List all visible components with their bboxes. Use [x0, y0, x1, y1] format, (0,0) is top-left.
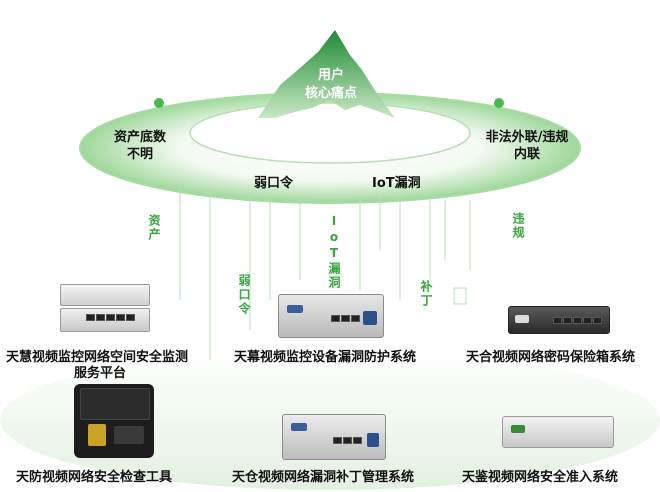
stream-label-violation: 违规: [511, 212, 525, 240]
product-label-tianhui-line1: 天慧视频监控网络空间安全监测: [6, 350, 189, 365]
stream-label-iot: IoT漏洞: [327, 214, 341, 290]
ring-dot-right: [494, 98, 504, 108]
ring-label-right-line2: 内联: [513, 147, 540, 162]
device-tianhui: [60, 284, 150, 332]
ring-inner: [189, 102, 471, 164]
device-tianmu: [278, 294, 384, 338]
ring-label-right-line1: 非法外联/违规: [485, 130, 569, 145]
mountain-title-line1: 用户: [317, 68, 344, 83]
ring-label-weak-password: 弱口令: [254, 176, 294, 191]
stream-label-weak: 弱口令: [237, 274, 251, 316]
device-tianjian: [502, 416, 614, 448]
code-stream: [179, 190, 471, 360]
ring-dot-left: [154, 98, 164, 108]
mountain-title-line2: 核心痛点: [304, 86, 357, 101]
mountain-shape: [258, 30, 395, 118]
product-label-tianhe: 天合视频网络密码保险箱系统: [466, 350, 636, 365]
product-label-tianhui-line2: 服务平台: [73, 366, 126, 381]
ring-label-iot-vuln: IoT漏洞: [372, 176, 421, 191]
device-tianfang: [74, 384, 154, 458]
device-tianhe: [508, 306, 610, 334]
ring-label-left-line1: 资产底数: [113, 130, 166, 145]
stream-label-patch: 补丁: [419, 280, 433, 308]
product-label-tiancang: 天仓视频网络漏洞补丁管理系统: [232, 470, 415, 485]
device-tiancang: [282, 414, 386, 460]
ring-label-left-line2: 不明: [126, 147, 153, 162]
stream-label-asset: 资产: [147, 214, 161, 242]
product-label-tianmu: 天幕视频监控设备漏洞防护系统: [234, 350, 417, 365]
product-label-tianfang: 天防视频网络安全检查工具: [16, 470, 173, 485]
product-label-tianjian: 天鉴视频网络安全准入系统: [462, 470, 619, 485]
stream-box: [453, 287, 467, 305]
